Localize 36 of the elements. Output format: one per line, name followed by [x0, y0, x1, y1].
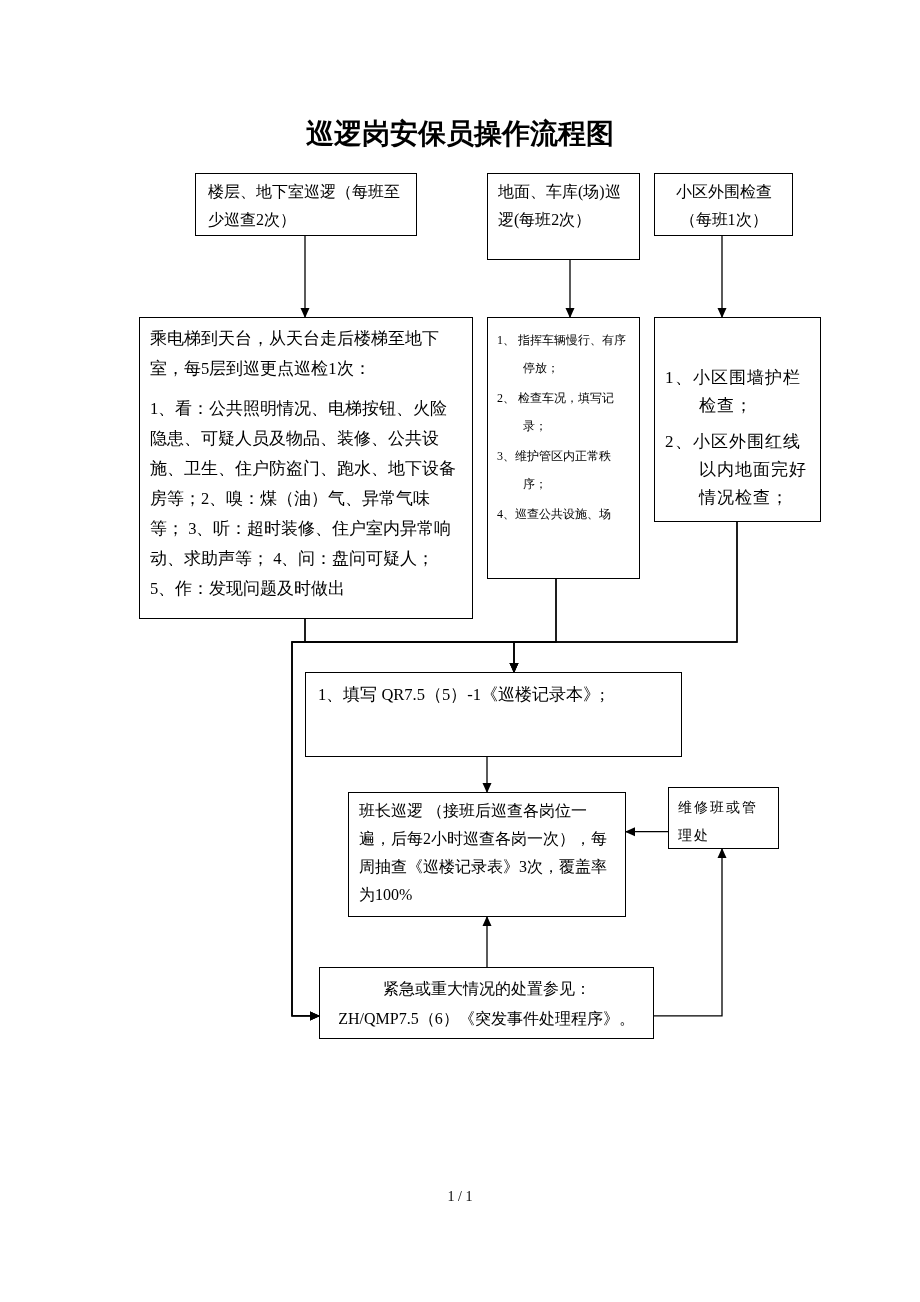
- box-text: 紧急或重大情况的处置参见：: [381, 979, 592, 999]
- box-text: 1、 指挥车辆慢行、有序停放；: [497, 332, 627, 377]
- box-text: 2、小区外围红线以内地面完好情况检查；: [665, 431, 808, 509]
- box-text: 维修班或管理处: [678, 799, 759, 845]
- arrow: [300, 235, 310, 318]
- box-text: 2、 检查车况，填写记录；: [497, 390, 615, 435]
- box-text: 地面、车库(场)巡逻(每班2次）: [498, 182, 622, 231]
- box-text: 3、维护管区内正常秩序；: [497, 448, 612, 493]
- box-text: 1、小区围墙护栏检查；: [665, 367, 802, 417]
- process-box: [319, 967, 654, 1039]
- arrow: [625, 827, 669, 837]
- box-text: 1、填写 QR7.5（5）-1《巡楼记录本》;: [318, 684, 606, 706]
- process-box: [487, 173, 640, 260]
- box-text: 1、看：公共照明情况、电梯按钮、火险隐患、可疑人员及物品、装修、公共设施、卫生、住户防盗门、跑水、地下设备房等；2、嗅：煤（油）气、异常气味等； 3、听：超时装修、住户室内异常响动、求助声等； 4、问：盘问可疑人； 5、作：发现问题及时做出: [150, 398, 457, 600]
- process-box: [654, 173, 793, 236]
- box-text: 4、巡查公共设施、场: [497, 506, 612, 523]
- process-box: [195, 173, 417, 236]
- box-text: 乘电梯到天台，从天台走后楼梯至地下室，每5层到巡更点巡检1次：: [150, 328, 440, 380]
- process-box: [668, 787, 779, 849]
- box-text: 小区外围检查（每班1次）: [674, 182, 773, 230]
- arrow: [653, 848, 727, 1017]
- arrow: [482, 916, 492, 968]
- arrow: [291, 521, 738, 1021]
- box-text: 班长巡逻 （接班后巡查各岗位一遍，后每2小时巡查各岗一次），每周抽查《巡楼记录表》3次，覆盖率为100%: [359, 801, 608, 905]
- process-box: [305, 672, 682, 757]
- arrow: [565, 259, 575, 318]
- page-number: 1 / 1: [446, 1188, 474, 1206]
- process-box: [348, 792, 626, 917]
- box-text: 楼层、地下室巡逻（每班至少巡查2次）: [208, 182, 401, 230]
- process-box: [139, 317, 473, 619]
- arrow: [717, 235, 727, 318]
- diagram-title: 巡逻岗安保员操作流程图: [305, 116, 615, 152]
- process-box: [487, 317, 640, 579]
- arrow: [482, 756, 492, 793]
- box-text: ZH/QMP7.5（6）《突发事件处理程序》。: [337, 1009, 636, 1029]
- process-box: [654, 317, 821, 522]
